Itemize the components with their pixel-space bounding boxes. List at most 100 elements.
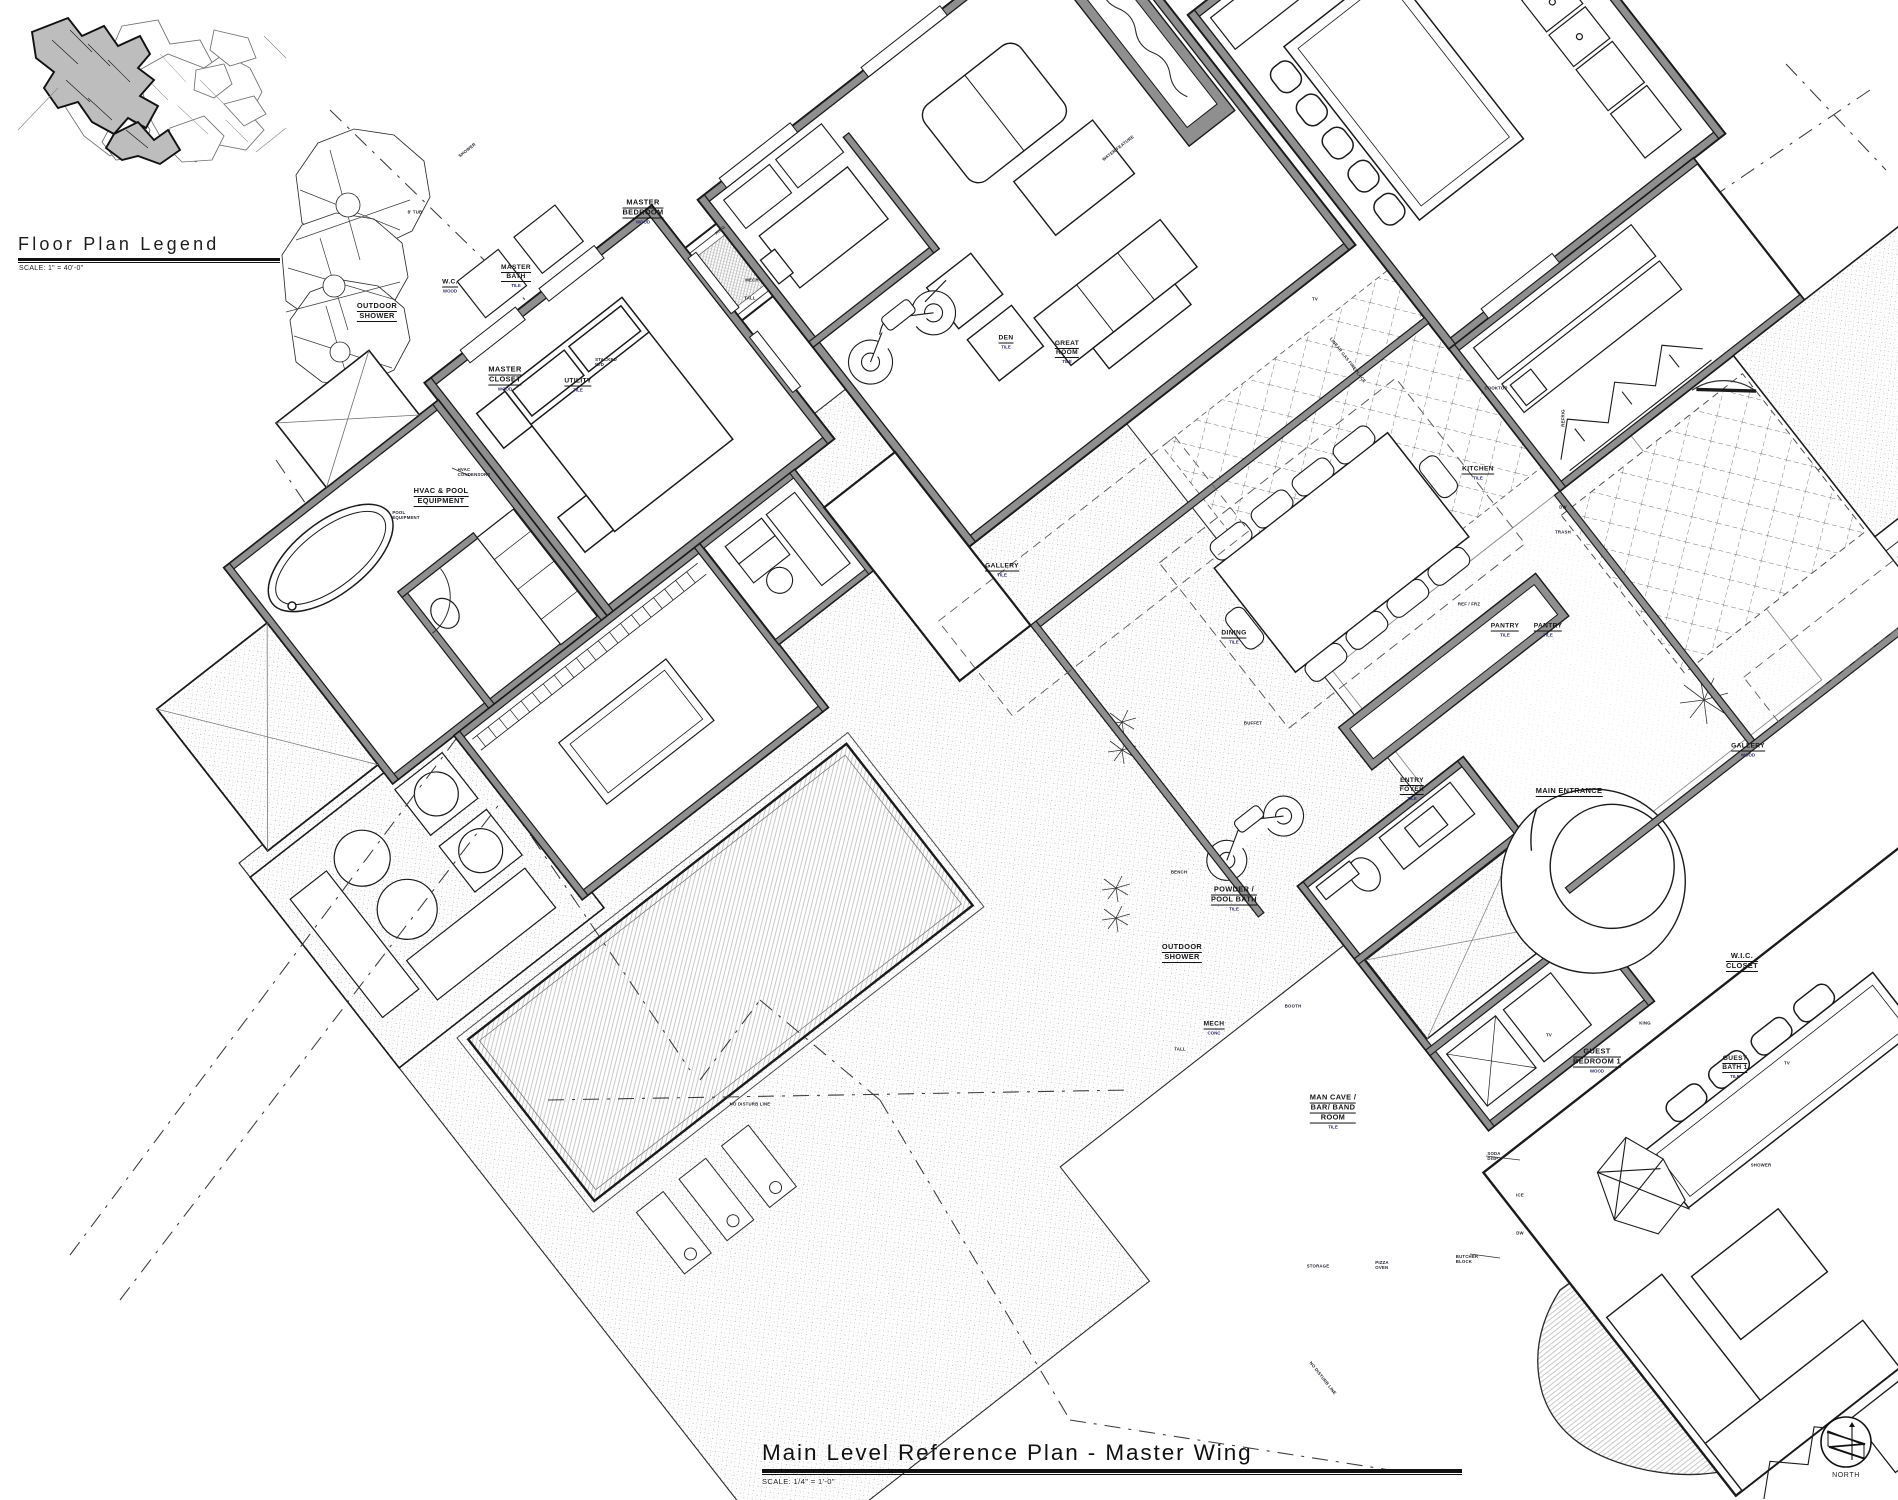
annotation-no-disturb-line-1: NO DISTURB LINE [729,1101,771,1107]
room-label-line: GALLERY [1731,742,1765,752]
room-finish-tag: WOOD [442,288,458,294]
room-label-line: FOYER [1399,786,1425,795]
room-finish-tag: TILE [1500,632,1510,638]
floor-plan-legend: Floor Plan Legend SCALE: 1" = 40'-0" [8,6,308,272]
annotation-booth: BOOTH [1284,1003,1302,1009]
annotation-dishwasher: DW [1559,504,1567,510]
annotation-tall-mech-master: TALL [744,295,756,301]
annotation-tub-master: 8' TUB [407,209,423,215]
annotation-mech-conc-top: MECH [745,277,759,283]
annotation-buffet: BUFFET [1243,720,1263,726]
room-label-wc: W.C.WOOD [442,279,458,296]
room-label-line: MASTER [488,364,522,376]
room-label-line: EQUIPMENT [413,496,469,507]
room-finish-tag: TILE [997,572,1007,578]
room-label-line: BEDROOM [622,207,664,219]
room-finish-tag: WOOD [497,386,513,392]
room-label-line: OUTDOOR [356,301,398,312]
room-finish-tag: TILE [1543,632,1553,638]
annotation-shower-master: SHOWER [457,141,477,159]
room-label-line: ENTRY [1399,777,1425,787]
room-finish-tag: TILE [511,283,521,289]
legend-rule [18,258,280,261]
room-finish-tag: WOOD [1740,752,1756,758]
annotation-storage-bar: STORAGE [1306,1263,1330,1269]
room-label-line: W.C. [442,278,458,288]
room-label-line: MECH [1203,1020,1225,1030]
room-label-line: BAR/ BAND [1309,1102,1357,1114]
annotation-cooktop: COOKTOP [1484,385,1508,391]
room-label-line: GALLERY [985,562,1019,572]
room-label-line: DINING [1221,629,1247,639]
room-finish-tag: TILE [1473,475,1483,481]
room-label-line: BATH 1 [1722,1064,1748,1073]
room-label-line: DEN [998,334,1014,344]
room-finish-tag: TILE [1730,1074,1740,1080]
sheet-title-block: Main Level Reference Plan - Master Wing … [762,1440,1522,1486]
room-label-line: UTILITY [564,377,592,387]
plan-title: Main Level Reference Plan - Master Wing [762,1440,1253,1465]
north-arrow-icon [1820,1416,1872,1468]
room-finish-tag: CONC [1207,1030,1221,1036]
annotation-ref-frz: REF / FRZ [1457,601,1481,607]
room-finish-tag: TILE [1229,906,1239,912]
title-rule [762,1469,1462,1473]
legend-key-plan [18,16,287,166]
room-label-line: MAN CAVE / [1309,1092,1357,1104]
room-label-line: CLOSET [1725,961,1759,972]
room-label-line: POOL BATH [1211,894,1257,906]
room-finish-tag: TILE [1328,1124,1338,1130]
room-label-line: KITCHEN [1462,465,1494,475]
room-label-main-entrance: MAIN ENTRANCE [1535,786,1603,797]
room-label-line: PANTRY [1490,622,1520,632]
room-label-line: W.I.C. [1725,951,1759,962]
room-label-line: GREAT [1054,340,1080,350]
annotation-trash: TRASH [1555,529,1571,535]
room-label-line: GUEST [1722,1055,1748,1065]
room-finish-tag: TILE [1001,344,1011,350]
annotation-gas-fireplace: LINEAR GAS FIREPLACE [1328,336,1368,384]
room-label-line: CLOSET [488,374,522,386]
north-arrow: NORTH [1818,1414,1880,1488]
annotation-bench-pool: BENCH [1170,869,1188,875]
annotation-dw-bar: DW [1516,1230,1524,1236]
room-finish-tag: TILE [1407,796,1417,802]
room-label-line: ROOM [1309,1113,1357,1124]
room-label-line: SHOWER [1161,952,1203,963]
room-finish-tag: TILE [1062,359,1072,365]
annotation-tv-guest: TV [1546,1032,1552,1038]
plan-scale: SCALE: 1/4" = 1'-0" [762,1477,835,1486]
room-finish-tag: WOOD [1589,1068,1605,1074]
legend-title: Floor Plan Legend [18,234,220,254]
annotation-refrig: REFRIG [1560,409,1566,427]
room-label-line: SHOWER [356,311,398,322]
room-label-line: MASTER [622,198,664,209]
room-label-line: PANTRY [1533,622,1563,632]
annotation-shower-guest: SHOWER [1750,1162,1772,1168]
annotation-water-feature: WATER FEATURE [1101,134,1135,162]
title-rule-thin [762,1474,1462,1475]
room-finish-tag: WOOD [635,219,651,225]
annotation-king-bed-master: KING [713,224,727,236]
room-label-line: OUTDOOR [1161,942,1203,953]
